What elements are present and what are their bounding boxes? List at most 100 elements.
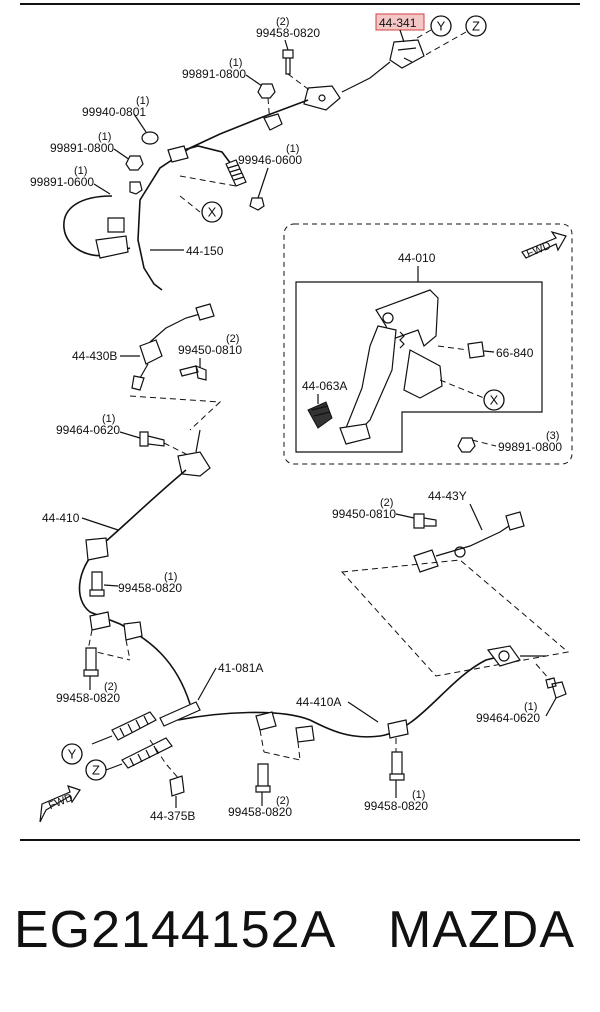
dash-z-top — [419, 31, 467, 59]
label-99450-0810-a[interactable]: 99450-0810 — [178, 343, 242, 357]
cable-spring-lower-coils — [129, 745, 159, 767]
label-99891-0800-a[interactable]: 99891-0800 — [182, 67, 246, 81]
fwd-inset-text: FWD — [525, 240, 553, 261]
qty-99450-0810-a: (2) — [226, 333, 239, 345]
callout-x-top — [201, 201, 223, 223]
leader-66-840 — [483, 350, 495, 353]
label-44-43Y[interactable]: 44-43Y — [428, 489, 467, 503]
cable-44-43Y — [435, 523, 513, 557]
front-cable-end — [341, 61, 391, 93]
front-cable-44-150 — [137, 99, 309, 291]
callout-x-inset — [483, 389, 505, 411]
label-99458-0820-top[interactable]: 99458-0820 — [256, 26, 320, 40]
callout-y-top-text: Y — [437, 19, 446, 34]
bolt-99458-0820-left — [83, 647, 99, 677]
leader-44-43Y — [469, 503, 483, 531]
cable-guide — [107, 217, 125, 233]
callout-z-top — [465, 15, 487, 37]
pedal-inset-box — [283, 223, 573, 465]
cable-end-44-43Y — [505, 511, 525, 531]
label-44-410A[interactable]: 44-410A — [296, 695, 341, 709]
label-99458-0820-right[interactable]: 99458-0820 — [364, 799, 428, 813]
callout-z-bottom — [85, 759, 107, 781]
nut-99891-0800-b — [125, 155, 144, 171]
footer-part-number: EG2144152A — [14, 901, 337, 959]
leader-99891-0800-b — [113, 148, 131, 161]
bolt-99458-0820-top — [282, 49, 294, 75]
label-44-430B[interactable]: 44-430B — [72, 349, 117, 363]
bolt-99464-0620-a — [139, 431, 165, 447]
bolt-99450-0810-b — [413, 513, 437, 529]
bracket-top — [303, 85, 341, 111]
bolt-99458-0820-right — [389, 751, 405, 781]
switch-66-840 — [467, 341, 485, 359]
label-99458-0820-mid[interactable]: 99458-0820 — [118, 581, 182, 595]
cable-spring-upper-coils — [119, 715, 149, 737]
label-44-010[interactable]: 44-010 — [398, 251, 436, 265]
pedal-arm — [345, 325, 397, 435]
dash-430B — [129, 395, 222, 431]
nut-99891-0600 — [129, 181, 143, 195]
label-44-410[interactable]: 44-410 — [42, 511, 80, 525]
bolt-99458-0820-mid — [89, 571, 105, 597]
fwd-bottom-text: FWD — [47, 792, 75, 813]
label-44-341[interactable]: 44-341 — [379, 16, 417, 30]
label-99940-0801[interactable]: 99940-0801 — [82, 105, 146, 119]
label-99450-0810-b[interactable]: 99450-0810 — [332, 507, 396, 521]
nut-99891-0800-a — [257, 83, 276, 99]
leader-99464-0620-a — [119, 431, 141, 439]
bracket-top-hole — [318, 94, 326, 102]
dash-66-840 — [437, 345, 469, 351]
cable-clamp-a — [89, 611, 111, 631]
label-44-150[interactable]: 44-150 — [186, 244, 224, 258]
callout-y-bottom-text: Y — [68, 747, 77, 762]
label-99946-0600[interactable]: 99946-0600 — [238, 153, 302, 167]
fwd-arrow-bottom: FWD — [39, 785, 81, 823]
label-99464-0620-a[interactable]: 99464-0620 — [56, 423, 120, 437]
leader-99464-0620-b — [545, 697, 557, 717]
box-44-010 — [295, 281, 543, 453]
front-cable-branch — [175, 145, 235, 169]
qty-99464-0620-b: (1) — [524, 701, 537, 713]
cable-clamp-b — [123, 621, 143, 641]
cable-44-410A — [177, 653, 511, 738]
callout-x-top-text: X — [208, 205, 217, 220]
cable-adjuster-44-43Y — [413, 549, 439, 573]
cable-ring-44-410A — [498, 650, 510, 662]
cable-ring-44-43Y — [454, 546, 466, 558]
equalizer-detail — [397, 47, 417, 63]
label-99891-0800-c[interactable]: 99891-0800 — [498, 440, 562, 454]
cable-44-410-top — [195, 429, 201, 453]
dash-nut-c — [471, 439, 497, 447]
callout-y-top — [430, 15, 452, 37]
label-99458-0820-left[interactable]: 99458-0820 — [56, 691, 120, 705]
label-99891-0600[interactable]: 99891-0600 — [30, 175, 94, 189]
cable-41-081A — [159, 701, 201, 727]
label-44-063A[interactable]: 44-063A — [302, 379, 347, 393]
cable-clamp-c — [255, 711, 277, 731]
label-99464-0620-b[interactable]: 99464-0620 — [476, 711, 540, 725]
leader-99458-0820-top — [284, 39, 289, 51]
qty-99464-0620-a: (1) — [102, 413, 115, 425]
pad-grooves — [311, 405, 331, 417]
qty-99891-0800-c: (3) — [546, 430, 559, 442]
label-44-375B[interactable]: 44-375B — [150, 809, 195, 823]
cable-clip-center — [263, 113, 283, 131]
cable-44-430B-down — [139, 363, 149, 379]
cable-z-end — [105, 763, 123, 771]
cable-clamp-d — [295, 725, 315, 743]
label-99458-0820-bot[interactable]: 99458-0820 — [228, 805, 292, 819]
leader-99891-0800-a — [245, 74, 263, 87]
label-66-840[interactable]: 66-840 — [496, 346, 534, 360]
pedal-side-plate — [403, 349, 443, 399]
callout-z-top-text: Z — [472, 19, 480, 34]
leader-44-341 — [399, 29, 405, 43]
label-99891-0800-b[interactable]: 99891-0800 — [50, 141, 114, 155]
parking-brake-parts-diagram: 44-341 Y Z (2) 99458-0820 (1) 99891-0800… — [20, 3, 580, 841]
leader-99940-0801 — [133, 113, 147, 133]
cable-y-end — [91, 735, 113, 745]
footer: EG2144152A MAZDA — [0, 900, 600, 980]
label-41-081A[interactable]: 41-081A — [218, 661, 263, 675]
nut-99891-0800-c — [457, 437, 476, 453]
callout-z-bottom-text: Z — [92, 763, 100, 778]
